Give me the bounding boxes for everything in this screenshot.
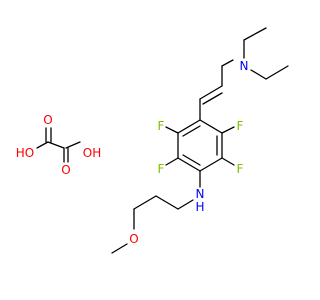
bond-oxalic-c1-c2 <box>47 141 65 149</box>
bond-f-ul <box>165 126 179 134</box>
bond-chain-1 <box>155 195 179 210</box>
background <box>0 0 300 300</box>
atom-ether-o: O <box>129 232 138 246</box>
bond-amine-ethyl1-b <box>243 27 267 41</box>
ring-bond-1 <box>199 119 223 134</box>
atom-f-lower-left: F <box>158 162 165 176</box>
bond-amine-ethyl2-a <box>250 69 267 80</box>
ring-bond-4-inner <box>182 154 201 166</box>
main-molecule-bonds <box>111 27 289 254</box>
atom-aniline-n: N <box>196 187 205 201</box>
atom-oxalic-oh: OH <box>83 146 101 160</box>
atom-amine-n: N <box>240 59 249 73</box>
bond-oxalic-c1-oh <box>36 141 49 149</box>
bond-vinyl-double-b <box>202 92 223 105</box>
bond-f-lr <box>221 157 235 166</box>
atom-aniline-h: H <box>195 200 204 214</box>
oxalic-acid-bonds <box>36 127 81 163</box>
bond-f-ll <box>165 157 179 166</box>
bond-amine-ethyl2-b <box>265 65 289 80</box>
atom-oxalic-o2: O <box>61 163 70 177</box>
atom-oxalic-o1: O <box>43 113 52 127</box>
ring-bond-3 <box>199 157 223 172</box>
atom-f-lower-right: F <box>237 162 244 176</box>
atom-labels: O O HO OH F F F F N N H O <box>16 59 249 246</box>
bond-ether-methyl <box>111 243 128 254</box>
bond-chain-2 <box>133 195 157 210</box>
atom-f-upper-left: F <box>158 119 165 133</box>
molecule-diagram: O O HO OH F F F F N N H O <box>0 0 300 300</box>
bond-n-ch2 <box>177 199 194 210</box>
bond-ch2-amine <box>221 59 234 67</box>
ring-bond-6 <box>177 119 201 134</box>
bond-vinyl-double-a <box>199 85 223 100</box>
ring-bond-6-inner <box>182 125 201 137</box>
bond-oxalic-c2-oh <box>65 141 81 149</box>
atom-oxalic-ho: HO <box>16 146 34 160</box>
bond-f-ur <box>221 126 235 134</box>
atom-f-upper-right: F <box>237 119 244 133</box>
ring-bond-4 <box>177 157 201 172</box>
